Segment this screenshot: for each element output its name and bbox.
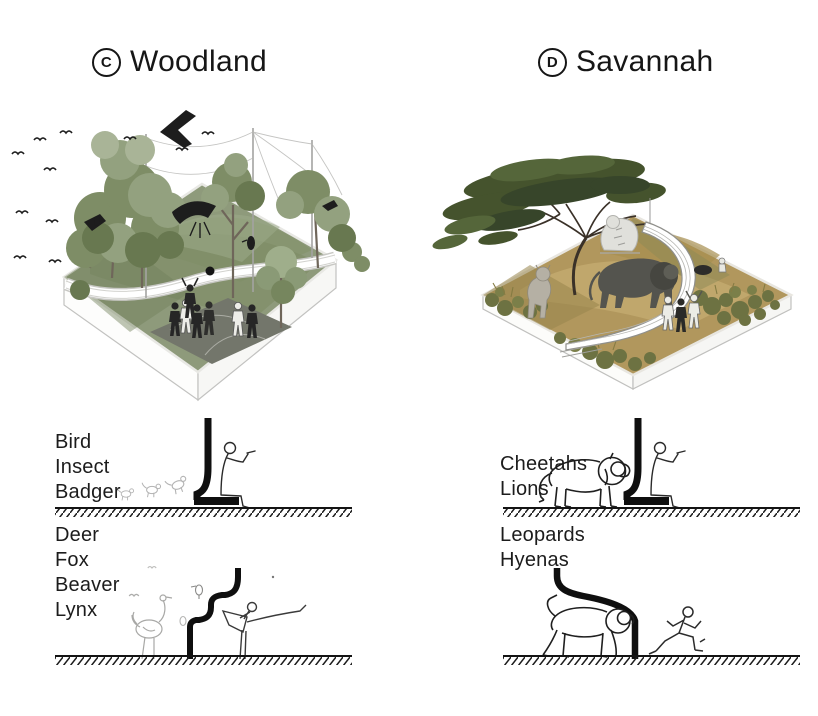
peeking-visitor: [221, 601, 307, 660]
savannah-illustration: [432, 155, 794, 390]
running-visitor: [648, 606, 706, 655]
woodland-surface-species-list: Bird Insect Badger: [55, 430, 121, 505]
species-item: Badger: [55, 481, 121, 503]
savannah-title-label: Savannah: [576, 45, 714, 78]
ground-hatch: [55, 509, 352, 517]
species-item: Cheetahs: [500, 453, 588, 475]
lion: [588, 258, 679, 308]
white-tiger: [600, 215, 640, 254]
woodland-surface-diagram: [55, 418, 352, 517]
species-item: Fox: [55, 549, 89, 571]
large-birds: [84, 110, 338, 250]
woodland-title: C Woodland: [92, 45, 267, 79]
species-item: Hyenas: [500, 549, 570, 571]
species-item: Lynx: [55, 599, 98, 621]
species-item: Insect: [55, 456, 110, 478]
savannah-visitors: [661, 257, 727, 332]
ground-hatch: [503, 657, 800, 665]
savannah-underground-diagram: [503, 568, 800, 665]
species-item: Deer: [55, 524, 100, 546]
savannah-badge: D: [538, 47, 567, 77]
savannah-title: D Savannah: [538, 45, 714, 79]
woodland-illustration: [11, 110, 370, 402]
species-item: Beaver: [55, 574, 120, 596]
stepped-barrier-wall: [187, 568, 241, 659]
savannah-surface-species-list: Cheetahs Lions: [500, 452, 587, 502]
woodland-underground-diagram: [55, 566, 352, 665]
savannah-surface-diagram: [503, 418, 800, 517]
species-item: Lions: [500, 478, 549, 500]
barrier-wall: [193, 418, 212, 500]
woodland-title-label: Woodland: [130, 45, 267, 78]
savannah-underground-species-list: Leopards Hyenas: [500, 523, 585, 573]
barrier-wall: [623, 418, 642, 500]
lion-outline: [538, 452, 631, 508]
woodland-badge: C: [92, 47, 121, 77]
ground-hatch: [55, 657, 352, 665]
ribbon-wall: [559, 221, 696, 358]
ostrich-sketch: [131, 594, 173, 660]
ground-hatch: [503, 509, 800, 517]
species-item: Leopards: [500, 524, 585, 546]
species-item: Bird: [55, 431, 92, 453]
basketball: [205, 266, 215, 276]
woodland-underground-species-list: Deer Fox Beaver Lynx: [55, 523, 120, 623]
lioness: [527, 264, 552, 319]
people-playing-basketball: [169, 266, 258, 338]
